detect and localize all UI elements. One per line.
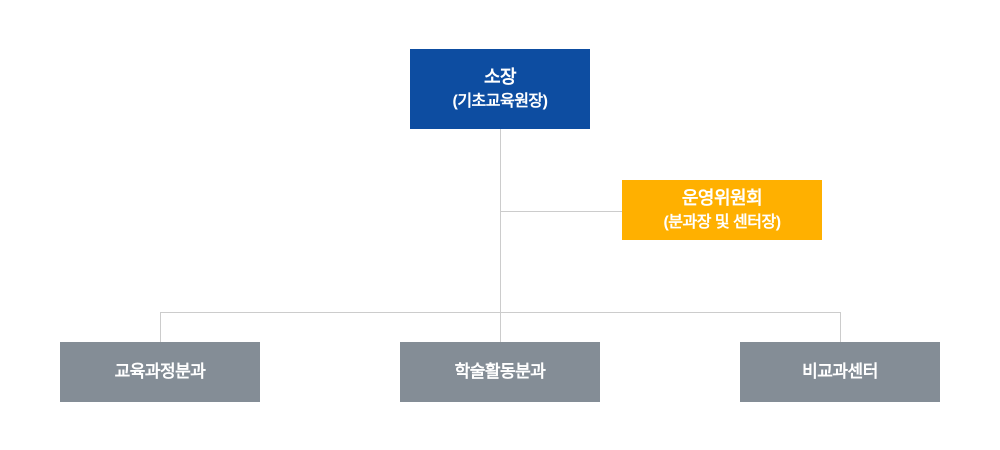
connector-dept3-stub [840,312,841,342]
org-node-extracurricular-center: 비교과센터 [740,342,940,402]
org-node-academic-activities-division: 학술활동분과 [400,342,600,402]
director-title: 소장 [483,67,517,88]
committee-title: 운영위원회 [681,188,763,209]
department-label: 비교과센터 [802,361,878,381]
org-node-director: 소장 (기초교육원장) [410,49,590,129]
org-node-curriculum-division: 교육과정분과 [60,342,260,402]
department-label: 교육과정분과 [114,361,206,381]
connector-dept2-stub [500,312,501,342]
department-label: 학술활동분과 [454,361,546,381]
committee-subtitle: (분과장 및 센터장) [663,214,781,232]
connector-dept1-stub [160,312,161,342]
connector-committee-branch [500,211,622,212]
connector-director-vertical [500,129,501,312]
director-subtitle: (기초교육원장) [452,93,548,111]
org-node-committee: 운영위원회 (분과장 및 센터장) [622,180,822,240]
